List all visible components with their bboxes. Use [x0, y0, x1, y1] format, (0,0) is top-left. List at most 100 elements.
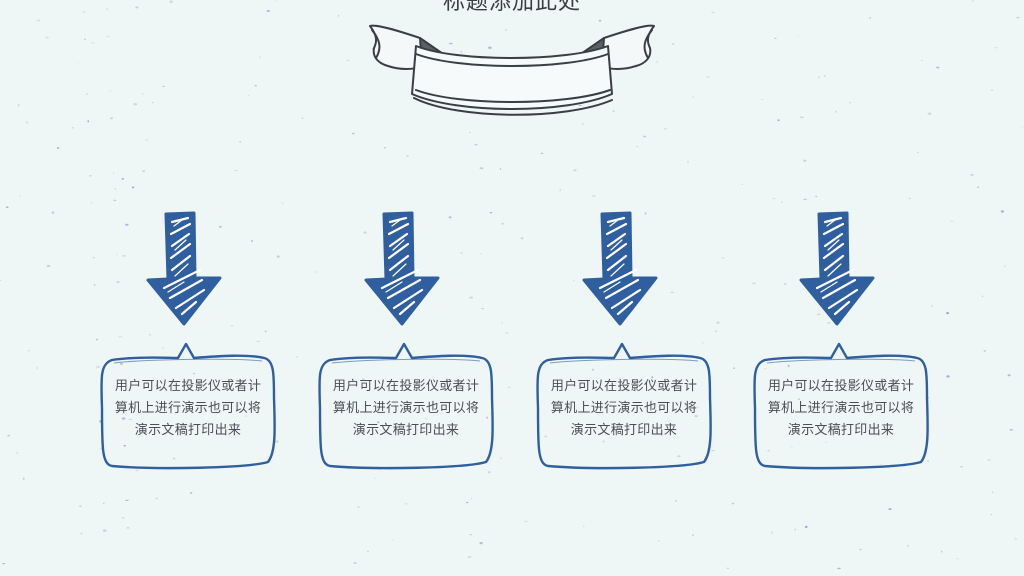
speckle: [84, 38, 86, 41]
speckle: [142, 170, 146, 173]
speckle: [251, 240, 253, 242]
speckle: [559, 189, 561, 192]
speckle: [82, 11, 86, 14]
speckle: [505, 332, 509, 334]
speckle: [121, 417, 126, 420]
speckle: [578, 104, 582, 107]
speckle: [26, 121, 29, 124]
speckle: [230, 325, 234, 327]
speckle: [499, 168, 502, 171]
speckle: [103, 529, 107, 532]
speckle: [383, 147, 387, 149]
speckle: [218, 225, 222, 228]
speckle: [501, 222, 504, 225]
speckle: [716, 321, 720, 324]
speckle: [116, 254, 118, 256]
speckle: [794, 528, 796, 531]
speckle: [0, 280, 2, 281]
speckle: [697, 406, 699, 408]
page-title: 标题添加此处: [442, 0, 581, 15]
speckle: [247, 95, 250, 97]
speckle: [692, 534, 694, 537]
speckle: [94, 284, 96, 286]
step-text: 用户可以在投影仪或者计算机上进行演示也可以将演示文稿打印出来: [332, 379, 480, 438]
speckle: [1014, 538, 1017, 540]
speckle: [675, 499, 678, 502]
speckle: [162, 85, 165, 87]
speckle: [46, 265, 51, 267]
speckle: [598, 19, 602, 22]
speckle: [694, 415, 698, 417]
speckle: [797, 34, 800, 37]
speckle: [469, 131, 471, 134]
speckle: [583, 525, 585, 527]
speckle: [721, 257, 725, 259]
speckle: [56, 147, 60, 149]
speckle: [612, 110, 616, 112]
speckle: [96, 365, 101, 369]
speckle: [116, 281, 120, 283]
speckle: [760, 99, 764, 100]
speckle: [479, 253, 482, 255]
speckle: [990, 514, 993, 516]
speckle: [501, 322, 504, 324]
speckle: [927, 460, 929, 463]
speckle: [27, 350, 30, 352]
speckle: [162, 347, 164, 350]
speckle: [823, 75, 826, 77]
speckle: [591, 368, 595, 371]
speckle: [815, 195, 818, 198]
speckle: [79, 505, 82, 507]
speckle: [448, 216, 452, 219]
speckle: [827, 322, 831, 324]
speckle: [276, 255, 280, 258]
speckle: [803, 159, 807, 162]
speckle: [643, 135, 647, 138]
speckle: [135, 6, 139, 9]
speckle: [5, 206, 9, 208]
speckle: [126, 526, 130, 529]
speckle: [949, 220, 954, 222]
speckle: [114, 188, 117, 190]
speckle: [2, 563, 6, 565]
speckle: [946, 312, 949, 315]
speckle: [714, 330, 718, 333]
speckle: [373, 477, 377, 479]
speckle: [351, 132, 355, 135]
speckle: [670, 291, 674, 293]
speckle: [772, 197, 776, 200]
speckle: [508, 386, 511, 389]
speckle: [141, 93, 144, 95]
speckle: [346, 59, 350, 61]
speckle: [239, 141, 242, 143]
speckle: [125, 223, 129, 226]
speckle: [353, 562, 357, 564]
speckle: [106, 35, 110, 38]
speckle: [487, 471, 491, 474]
speckle: [917, 151, 919, 153]
speckle: [520, 237, 524, 240]
speckle: [499, 457, 503, 460]
speckle: [770, 531, 774, 534]
down-arrow-icon: [799, 211, 875, 326]
speckle: [142, 432, 145, 434]
speckle: [808, 406, 811, 409]
speckle: [95, 338, 99, 341]
speckle: [711, 11, 715, 13]
speckle: [474, 144, 478, 146]
step-card: 用户可以在投影仪或者计算机上进行演示也可以将演示文稿打印出来: [534, 210, 714, 475]
speckle: [767, 449, 770, 452]
step-text: 用户可以在投影仪或者计算机上进行演示也可以将演示文稿打印出来: [114, 379, 262, 438]
speckle: [424, 418, 428, 420]
speckle: [930, 305, 933, 307]
speckle: [797, 398, 800, 401]
speckle: [486, 416, 489, 419]
speckle: [36, 19, 41, 22]
speckle: [803, 198, 807, 200]
speckle: [237, 425, 240, 428]
speckle: [125, 499, 129, 501]
speech-bubble: [100, 342, 276, 470]
speckle: [274, 0, 277, 2]
speckle: [377, 421, 380, 424]
speckle: [837, 567, 841, 570]
